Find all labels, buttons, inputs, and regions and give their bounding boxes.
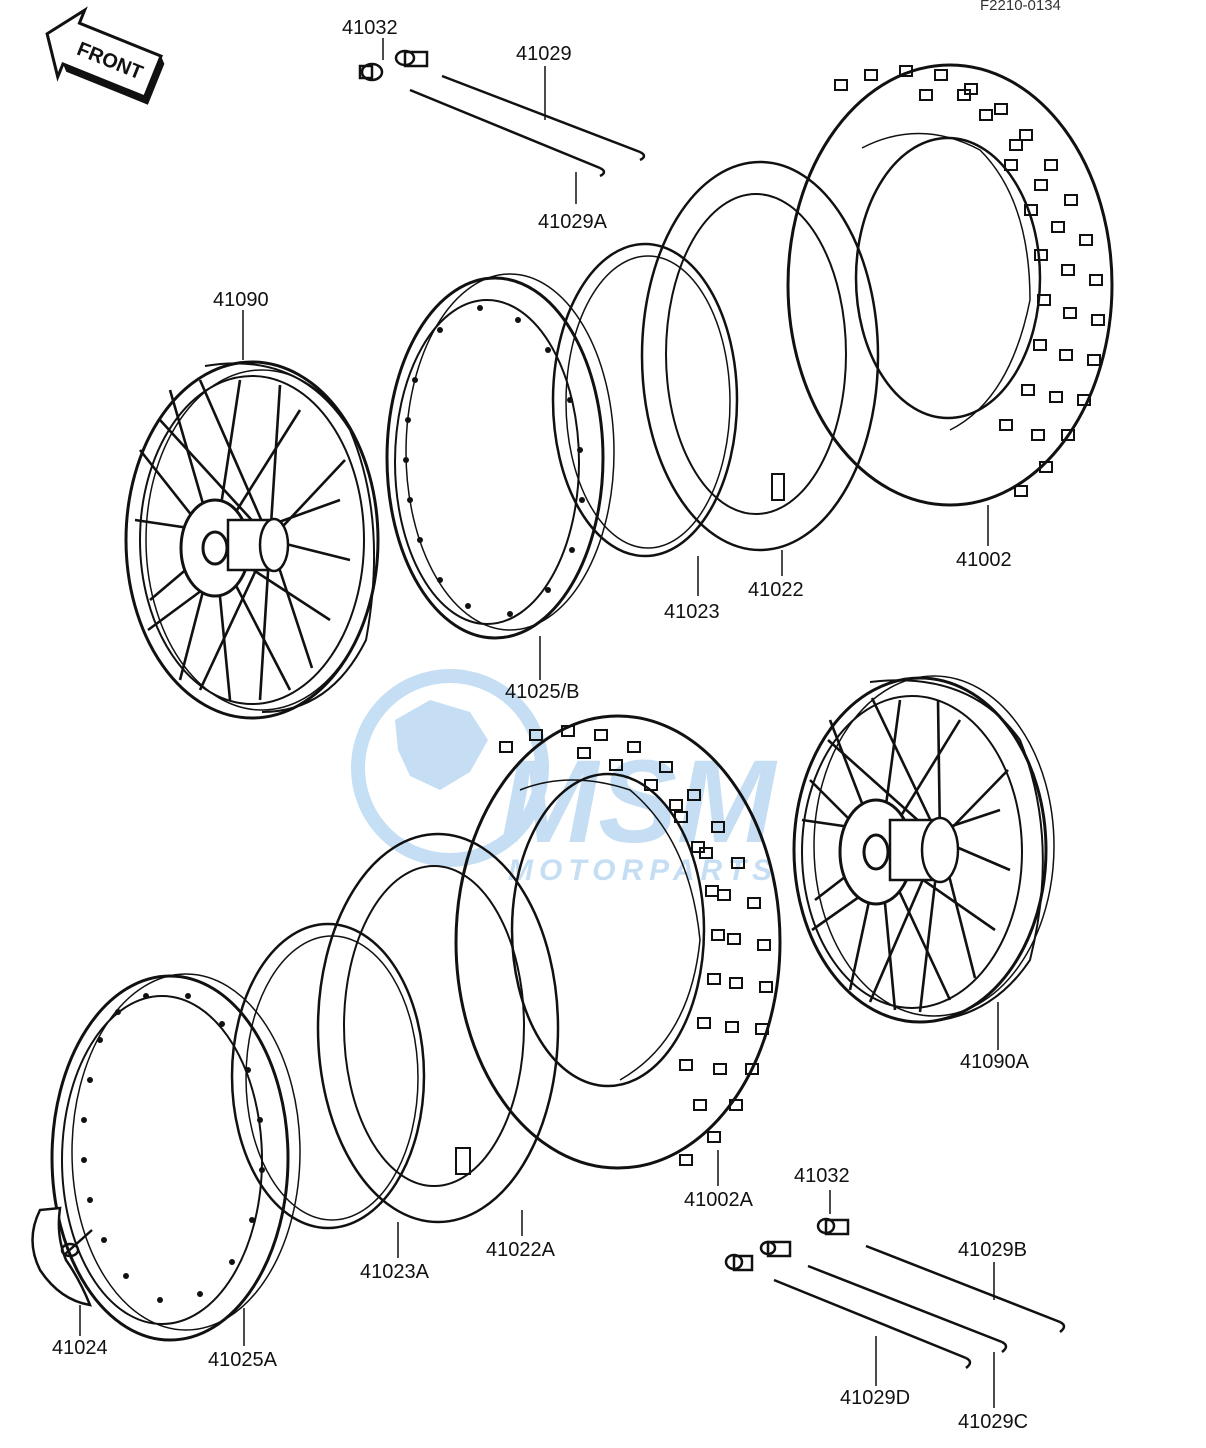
rim-back	[405, 273, 615, 631]
rim-spoke-holes	[81, 993, 265, 1303]
watermark-continent	[395, 700, 488, 790]
wheel-hub-end	[258, 517, 290, 573]
tire-tread	[499, 725, 773, 1166]
part-label-41029A: 41029A	[538, 211, 608, 233]
nipple-body	[766, 1240, 792, 1258]
part-label-41023: 41023	[664, 601, 720, 623]
spoke-hook	[599, 166, 606, 178]
rear-wheel-assembly	[792, 675, 1055, 1050]
rear-tire	[454, 714, 782, 1186]
rim-back	[71, 973, 301, 1331]
tube-outer	[640, 160, 880, 552]
part-label-41029: 41029	[516, 43, 572, 65]
rim-band-outer	[551, 242, 739, 558]
tube-outer	[316, 832, 560, 1224]
front-rim-band	[551, 242, 739, 596]
rim-band-inner	[565, 255, 731, 549]
spoke-line	[865, 1244, 1061, 1324]
front-tire	[786, 63, 1114, 546]
part-label-41022A: 41022A	[486, 1239, 556, 1261]
part-label-41090: 41090	[213, 289, 269, 311]
spoke-line	[441, 74, 641, 154]
wheel-rim-inner	[139, 375, 365, 705]
msm-watermark: MSM MOTORPARTS	[351, 669, 778, 887]
spoke-line	[409, 88, 601, 170]
nipple-body	[403, 50, 429, 68]
tire-inner	[854, 136, 1042, 420]
part-label-41023A: 41023A	[360, 1261, 430, 1283]
wheel-rim-band	[813, 675, 1055, 1017]
front-wheel-assembly	[124, 310, 380, 720]
tire-bead	[861, 132, 1031, 431]
rim-inner	[394, 299, 580, 625]
bottom-spoke-set	[724, 1190, 1066, 1408]
rim-lock	[31, 1206, 93, 1336]
rim-outer	[50, 974, 290, 1342]
wheel-hub-center	[862, 833, 890, 871]
part-label-41029C: 41029C	[958, 1411, 1028, 1433]
front-tube	[640, 160, 880, 576]
part-label-41090A: 41090A	[960, 1051, 1030, 1073]
nipple-body	[824, 1218, 850, 1236]
part-label-41002A: 41002A	[684, 1189, 754, 1211]
tire-outer	[786, 63, 1114, 507]
nipple-body	[732, 1254, 754, 1272]
wheel-rim-inner	[801, 695, 1023, 1009]
rim-lock-nut	[60, 1242, 80, 1258]
part-label-41029D: 41029D	[840, 1387, 910, 1409]
watermark-brand: MSM	[500, 736, 778, 868]
rim-outer	[385, 276, 605, 640]
part-label-41032-top: 41032	[342, 17, 398, 39]
document-code: F2210-0134	[980, 0, 1061, 14]
front-rim	[385, 273, 615, 680]
watermark-sub: MOTORPARTS	[508, 854, 778, 887]
rim-band-outer	[230, 922, 426, 1230]
nipple-body	[358, 64, 374, 80]
rim-inner	[61, 995, 263, 1325]
part-label-41025B: 41025/B	[505, 681, 580, 703]
wheel-rim-side	[869, 679, 1044, 1023]
tube-valve	[455, 1147, 471, 1175]
spoke-hook	[639, 150, 646, 162]
nipple-icon	[360, 62, 384, 82]
tire-bead	[519, 779, 701, 1081]
tube-valve	[771, 473, 785, 501]
rear-tube	[316, 832, 560, 1236]
spoke-hook	[965, 1356, 972, 1369]
tire-tread	[834, 65, 1105, 497]
spoke-hook	[1001, 1340, 1008, 1353]
tire-outer	[454, 714, 782, 1170]
front-arrow: FRONT	[45, 6, 165, 105]
part-label-41022: 41022	[748, 579, 804, 601]
part-label-41025A: 41025A	[208, 1349, 278, 1371]
wheel-rim-band	[145, 369, 379, 711]
tire-inner	[510, 772, 706, 1088]
tube-inner	[343, 865, 525, 1187]
rear-rim-band	[230, 922, 426, 1258]
rim-spoke-holes	[403, 305, 585, 617]
part-label-41029B: 41029B	[958, 1239, 1027, 1261]
spoke-line	[773, 1278, 967, 1360]
spoke-line	[807, 1264, 1003, 1344]
wheel-rim-side	[204, 362, 376, 713]
rear-rim	[50, 973, 301, 1346]
rim-lock-body	[31, 1206, 92, 1307]
spoke-hook	[1059, 1320, 1066, 1333]
part-label-41002: 41002	[956, 549, 1012, 571]
tube-inner	[665, 193, 847, 515]
front-arrow-shape	[45, 6, 163, 99]
watermark-globe	[351, 669, 549, 867]
rim-band-inner	[245, 935, 419, 1221]
part-label-41024: 41024	[52, 1337, 108, 1359]
top-spoke-set	[358, 38, 646, 204]
rim-lock-stem	[63, 1229, 93, 1256]
wheel-hub-end	[920, 816, 960, 884]
part-label-41032-bottom: 41032	[794, 1165, 850, 1187]
